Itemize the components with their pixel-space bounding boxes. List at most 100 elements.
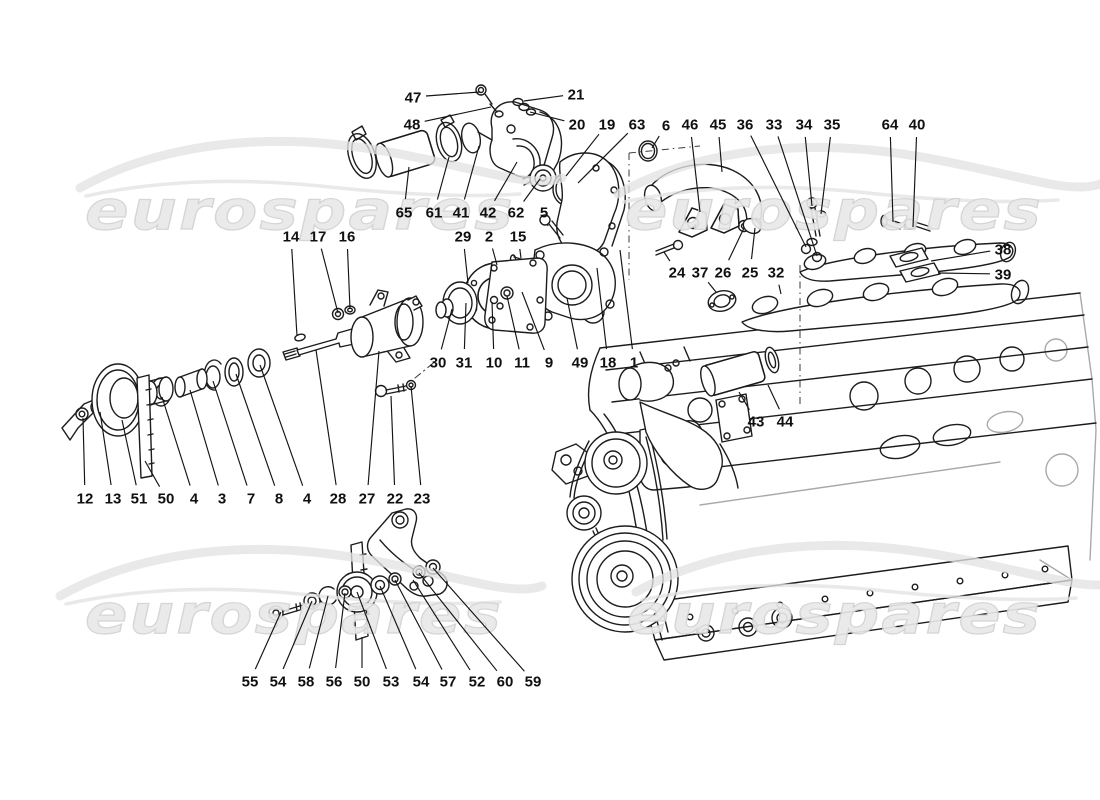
leader-line-36 (750, 135, 807, 248)
part-label-30: 30 (430, 355, 447, 372)
leader-lines-layer (82, 91, 991, 672)
watermark-text: eurospares (85, 179, 515, 242)
part-label-44: 44 (777, 414, 794, 431)
exhaust-manifold-art (655, 197, 1030, 333)
part-label-18: 18 (600, 355, 617, 372)
part-label-53: 53 (383, 674, 400, 691)
part-label-29: 29 (455, 229, 472, 246)
part-label-22: 22 (387, 491, 404, 508)
leader-line-9 (521, 291, 545, 351)
part-label-45: 45 (710, 117, 727, 134)
part-label-42: 42 (480, 205, 497, 222)
leader-line-8 (235, 373, 276, 486)
part-label-4: 4 (190, 491, 199, 508)
part-label-55: 55 (242, 674, 259, 691)
part-label-39: 39 (995, 267, 1012, 284)
leader-line-22 (390, 395, 396, 486)
leader-line-40 (912, 136, 918, 228)
part-label-50: 50 (354, 674, 371, 691)
leader-line-48 (424, 106, 492, 122)
leader-line-47 (425, 91, 481, 97)
part-label-54: 54 (270, 674, 287, 691)
leader-line-3 (189, 389, 219, 486)
leader-line-49 (566, 297, 578, 350)
part-label-34: 34 (796, 117, 813, 134)
leader-line-20 (529, 111, 565, 122)
part-label-14: 14 (283, 229, 300, 246)
part-label-6: 6 (662, 118, 670, 135)
leader-line-17 (320, 248, 339, 314)
leader-line-27 (367, 350, 380, 486)
part-label-50: 50 (158, 491, 175, 508)
leader-line-2 (491, 248, 498, 266)
section-lines (628, 145, 801, 407)
leader-line-31 (463, 302, 467, 350)
part-label-41: 41 (453, 205, 470, 222)
part-label-4: 4 (303, 491, 312, 508)
part-label-9: 9 (545, 355, 553, 372)
leader-line-13 (99, 411, 112, 486)
part-label-57: 57 (440, 674, 457, 691)
part-label-38: 38 (995, 242, 1012, 259)
part-label-17: 17 (310, 229, 327, 246)
part-label-49: 49 (572, 355, 589, 372)
leader-line-45 (718, 136, 723, 173)
part-label-51: 51 (131, 491, 148, 508)
part-label-60: 60 (497, 674, 514, 691)
part-label-16: 16 (339, 229, 356, 246)
leader-line-62 (523, 178, 541, 202)
leader-line-56 (335, 592, 346, 669)
leader-line-18 (596, 267, 608, 350)
pump-shaft-exploded-art (150, 289, 438, 407)
water-pump-art (435, 242, 616, 334)
part-label-62: 62 (508, 205, 525, 222)
leader-line-52 (412, 579, 471, 671)
leader-line-33 (777, 136, 818, 257)
part-label-33: 33 (766, 117, 783, 134)
leader-line-51 (121, 419, 137, 486)
part-label-8: 8 (275, 491, 283, 508)
part-label-12: 12 (77, 491, 94, 508)
part-label-65: 65 (396, 205, 413, 222)
leader-line-4 (259, 364, 304, 486)
watermark-text: eurospares (85, 583, 503, 646)
part-label-61: 61 (426, 205, 443, 222)
part-label-20: 20 (569, 117, 586, 134)
part-label-36: 36 (737, 117, 754, 134)
part-label-1: 1 (630, 355, 638, 372)
leader-line-55 (254, 611, 282, 670)
leader-line-4 (161, 396, 191, 486)
leader-line-21 (523, 95, 564, 102)
watermark-text-layer: eurospares eurospares eurospares eurospares (84, 178, 1043, 646)
leader-line-65 (404, 166, 410, 200)
leader-line-58 (308, 595, 329, 669)
part-label-56: 56 (326, 674, 343, 691)
part-label-19: 19 (599, 117, 616, 134)
leader-line-38 (930, 250, 991, 262)
leader-line-35 (820, 136, 831, 215)
part-label-32: 32 (768, 265, 785, 282)
leader-line-37 (707, 281, 717, 293)
leader-line-59 (432, 567, 525, 672)
bypass-elbow-and-pipe-art (618, 346, 780, 490)
part-label-28: 28 (330, 491, 347, 508)
leader-line-57 (394, 579, 443, 670)
leader-line-39 (937, 272, 991, 275)
watermark-text: eurospares (625, 179, 1043, 242)
part-label-3: 3 (218, 491, 226, 508)
leader-line-11 (506, 295, 520, 350)
leader-line-41 (463, 145, 480, 200)
leader-line-44 (767, 384, 780, 410)
part-label-52: 52 (469, 674, 486, 691)
part-label-27: 27 (359, 491, 376, 508)
leader-line-29 (463, 248, 469, 284)
leader-line-10 (491, 301, 495, 350)
watermark-text: eurospares (627, 583, 1042, 646)
idler-pulley-belt-art (61, 363, 174, 479)
part-label-37: 37 (692, 265, 709, 282)
leader-line-30 (440, 308, 453, 350)
leader-line-1 (619, 249, 633, 350)
part-label-47: 47 (405, 90, 422, 107)
part-label-21: 21 (568, 87, 585, 104)
